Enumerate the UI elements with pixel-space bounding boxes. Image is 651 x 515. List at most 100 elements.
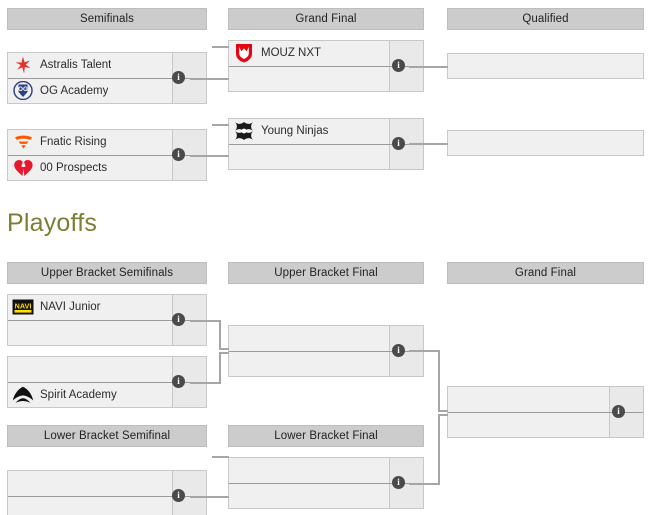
match-opponent-row[interactable] [448,54,643,78]
opponent-name: Fnatic Rising [40,136,107,149]
opponent-main: OG OG Academy [8,79,172,104]
round-header-lower-bracket-semifinal: Lower Bracket Semifinal [7,425,207,447]
empty-logo-placeholder [232,146,256,168]
opponent-main [229,352,389,377]
opponent-score [389,41,423,66]
match-info-icon[interactable]: i [392,344,405,357]
connector-ub-join-top [219,348,229,350]
opponent-main [229,145,389,170]
empty-logo-placeholder [232,353,256,375]
match-opponent-row[interactable] [448,131,643,155]
round-header-upper-bracket-final: Upper Bracket Final [228,262,424,284]
connector-sf2-gf2 [190,155,229,157]
spirit-logo [11,384,35,406]
round-header-grand-final: Grand Final [228,8,424,30]
empty-logo-placeholder [232,459,256,481]
match-info-icon[interactable]: i [172,313,185,326]
opponent-main [448,413,609,438]
match-info-icon[interactable]: i [172,375,185,388]
empty-logo-placeholder [11,472,35,494]
connector-ubsf1-out [190,320,221,322]
round-header-semifinals: Semifinals [7,8,207,30]
connector-ub-join-bottom [219,352,229,354]
empty-logo-placeholder [451,132,475,154]
match-opponent-row[interactable]: MOUZ NXT [229,41,423,67]
opponent-name: 00 Prospects [40,161,108,174]
opponent-main: Astralis Talent [8,53,172,78]
navi-logo: NAVI [11,296,35,318]
match-info-icon[interactable]: i [612,405,625,418]
match-info-icon[interactable]: i [172,489,185,502]
empty-logo-placeholder [451,388,475,410]
match-box[interactable]: Young Ninjas [228,118,424,170]
round-header-qualified: Qualified [447,8,644,30]
match-info-icon[interactable]: i [392,137,405,150]
opponent-main: Spirit Academy [8,383,172,408]
opponent-main [229,458,389,483]
match-opponent-row[interactable] [229,458,423,484]
opponent-name: Young Ninjas [261,125,329,138]
ninjas-logo [232,120,256,142]
opponent-name: MOUZ NXT [261,47,322,60]
qualified-slot[interactable] [447,130,644,156]
connector-lbf-out [409,483,440,485]
opponent-main [448,54,643,78]
connector-ubsf2-vertical [219,352,221,384]
connector-gf2-qualified2 [409,143,448,145]
svg-text:NAVI: NAVI [15,302,32,311]
connector-lbf-vertical [438,414,440,485]
opponent-main [448,131,643,155]
empty-logo-placeholder [451,55,475,77]
prospects-logo [11,157,35,179]
connector-ubf-vertical [438,350,440,412]
empty-logo-placeholder [11,358,35,380]
opponent-main [8,357,172,382]
opponent-name: NAVI Junior [40,301,101,314]
match-opponent-row[interactable]: Young Ninjas [229,119,423,145]
connector-ubsf2-out [190,382,221,384]
svg-text:OG: OG [18,86,28,93]
match-info-icon[interactable]: i [392,59,405,72]
opponent-name: Spirit Academy [40,388,117,401]
empty-logo-placeholder [232,68,256,90]
match-box[interactable] [447,386,644,438]
match-info-icon[interactable]: i [172,71,185,84]
connector-ubf-out [409,350,440,352]
connector-pgf-join-bottom [438,414,448,416]
fnatic-logo [11,131,35,153]
mouz-logo [232,42,256,64]
empty-logo-placeholder [11,498,35,515]
match-info-icon[interactable]: i [172,148,185,161]
qualified-slot[interactable] [447,53,644,79]
empty-logo-placeholder [451,414,475,436]
connector-sf1-gf1 [190,78,229,80]
opponent-main [229,326,389,351]
match-info-icon[interactable]: i [392,476,405,489]
empty-logo-placeholder [232,327,256,349]
opponent-main: NAVI NAVI Junior [8,295,172,320]
opponent-main [8,497,172,515]
match-box[interactable]: MOUZ NXT [228,40,424,92]
connector-lbsf-lbf [190,496,229,498]
opponent-main: 00 Prospects [8,156,172,181]
match-box[interactable] [228,457,424,509]
connector-lbf-stub-top [212,456,229,458]
connector-gf1-stub-top [212,46,229,48]
opponent-main [229,484,389,509]
opponent-main: Fnatic Rising [8,130,172,155]
og-logo: OG [11,80,35,102]
opponent-score [389,119,423,144]
empty-logo-placeholder [232,485,256,507]
opponent-main [8,471,172,496]
opponent-name: OG Academy [40,84,109,97]
connector-gf2-stub-top [212,124,229,126]
astralis-logo [11,54,35,76]
opponent-main [229,67,389,92]
round-header-upper-bracket-semifinals: Upper Bracket Semifinals [7,262,207,284]
opponent-name: Astralis Talent [40,59,112,72]
opponent-main [448,387,609,412]
opponent-main: Young Ninjas [229,119,389,144]
opponent-main: MOUZ NXT [229,41,389,66]
round-header-lower-bracket-final: Lower Bracket Final [228,425,424,447]
